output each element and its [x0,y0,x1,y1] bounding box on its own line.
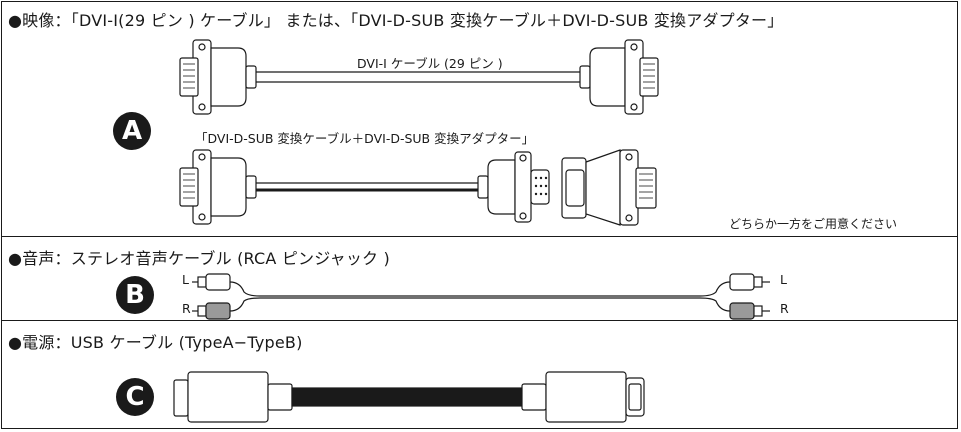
audio-left-l-label: L [182,272,189,287]
usb-cable-illustration [173,371,645,423]
divider-audio-power [1,320,958,321]
audio-left-r-label: R [182,301,191,316]
dvi-i-cable-label: DVI-I ケーブル (29 ピン ) [357,56,503,71]
video-section-title: ●映像：「DVI-I(29 ピン ) ケーブル」 または、「DVI-D-SUB … [8,11,784,30]
badge-b: B [116,276,154,314]
rca-audio-cable-illustration [192,273,770,320]
power-section-title: ●電源：USB ケーブル (TypeA−TypeB) [8,333,303,352]
divider-video-audio [1,236,958,237]
choose-one-note: どちらか一方をご用意ください [729,217,898,231]
badge-a: A [113,112,151,150]
audio-section-title: ●音声：ステレオ音声ケーブル (RCA ピンジャック ) [8,249,390,268]
dvi-dsub-cable-illustration [179,149,657,226]
dvi-i-cable-illustration [179,39,659,115]
dvi-dsub-cable-label: 「DVI-D-SUB 変換ケーブル＋DVI-D-SUB 変換アダプター」 [195,131,535,146]
audio-right-r-label: R [780,301,789,316]
audio-right-l-label: L [780,272,787,287]
badge-c: C [116,378,154,416]
